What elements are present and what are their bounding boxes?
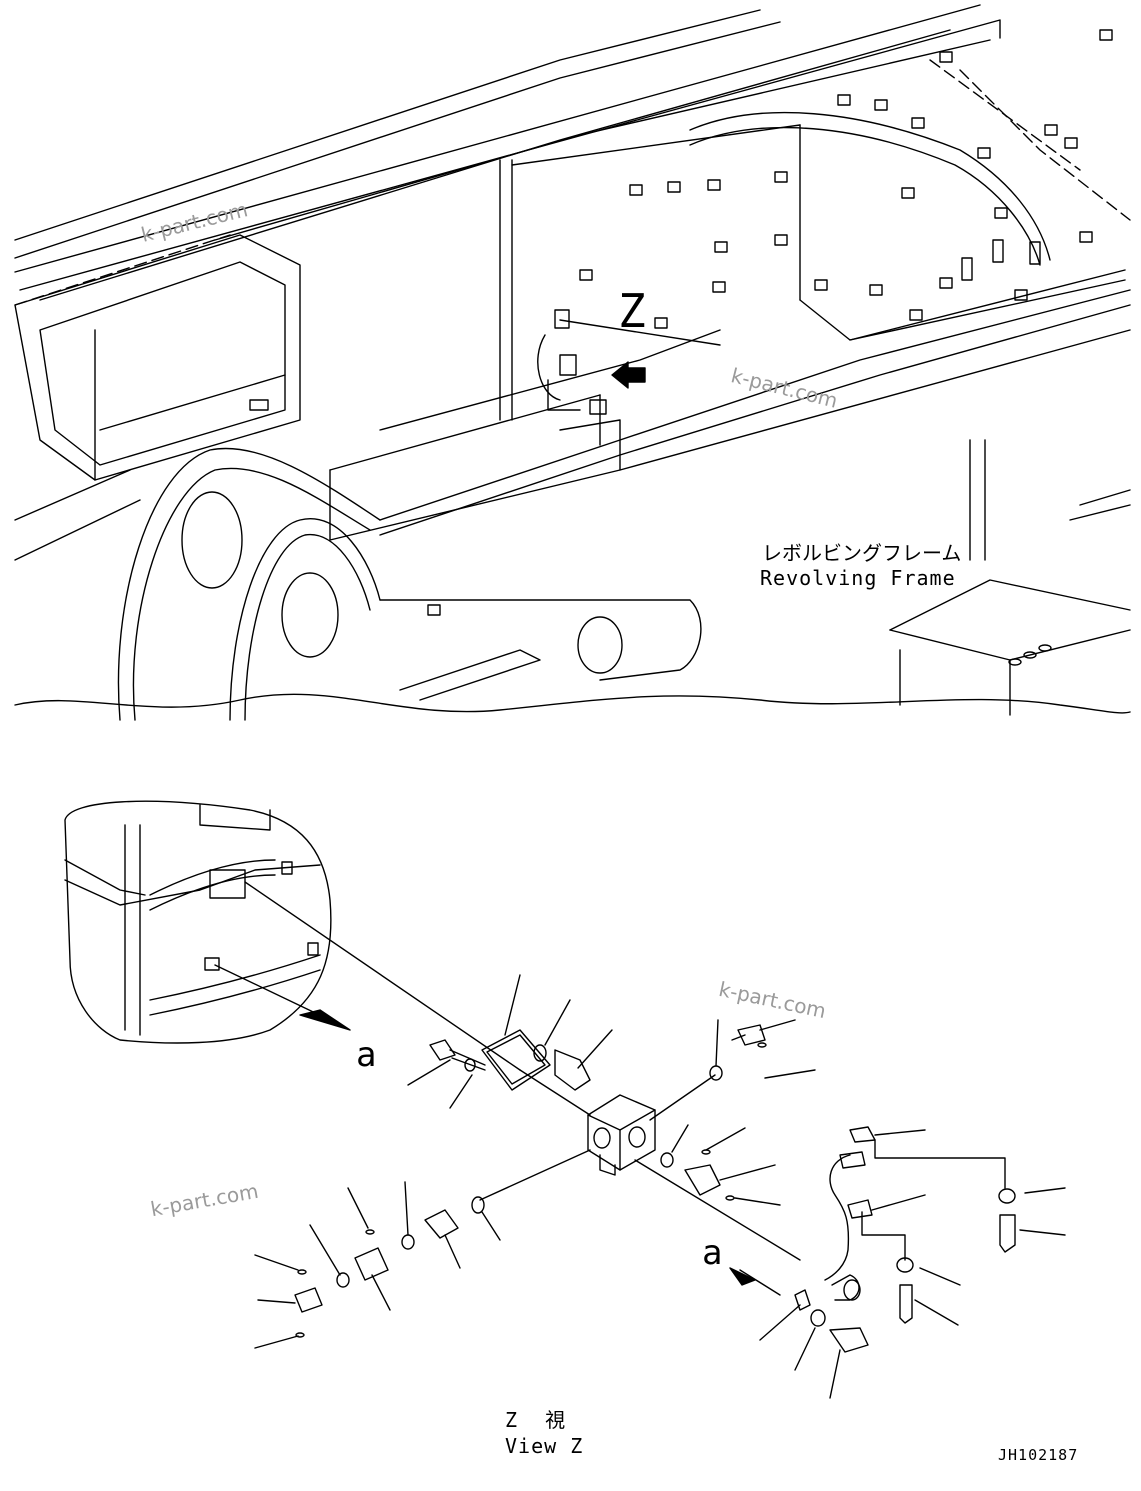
break-line xyxy=(14,693,1131,714)
view-caption-jp: Z 視 xyxy=(505,1408,574,1432)
view-z-marker: Z xyxy=(618,284,646,338)
reference-a-right: a xyxy=(702,1233,723,1273)
revolving-frame-drawing xyxy=(14,4,1131,721)
frame-label-jp: レボルビングフレーム xyxy=(762,541,962,565)
reference-a-left: a xyxy=(356,1035,377,1075)
view-caption-en: View Z xyxy=(505,1434,584,1458)
view-z-exploded xyxy=(64,800,1066,1399)
frame-label-en: Revolving Frame xyxy=(760,566,956,590)
drawing-code: JH102187 xyxy=(998,1446,1079,1464)
